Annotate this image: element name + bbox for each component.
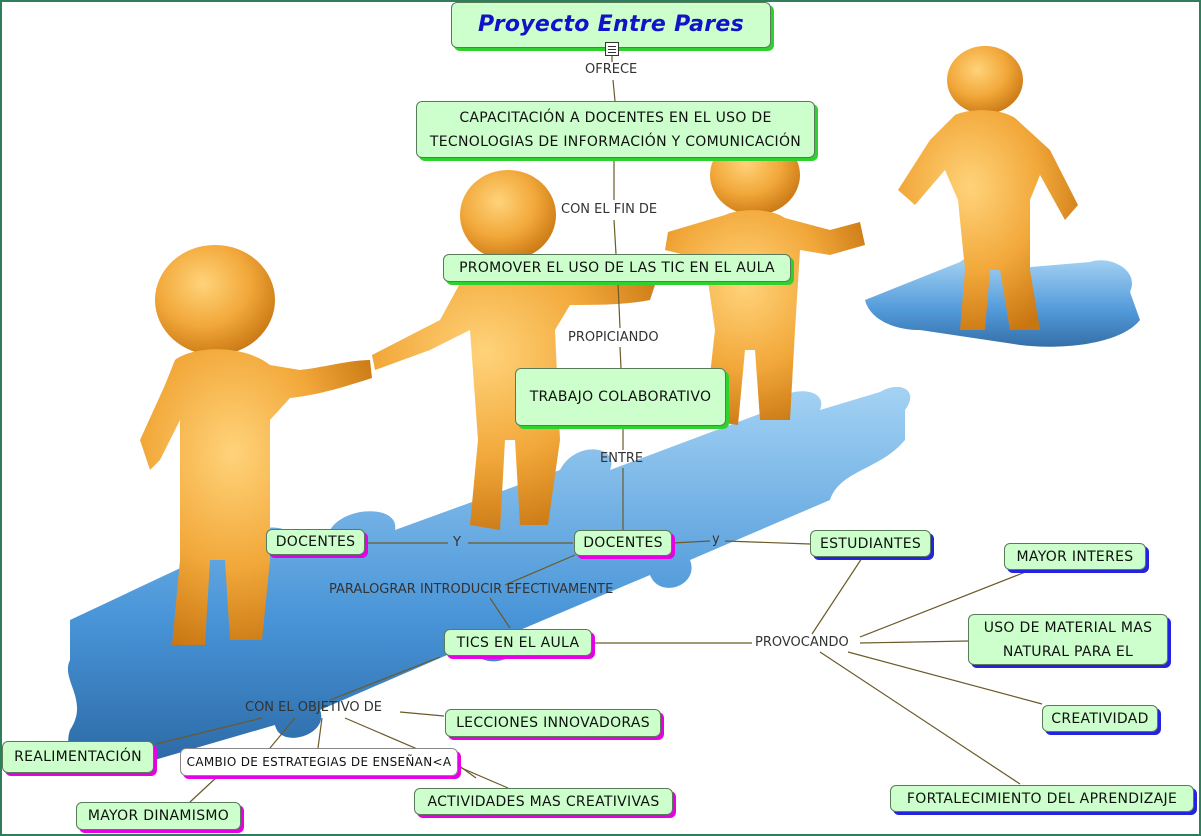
node-creatividad-label: CREATIVIDAD bbox=[1051, 710, 1149, 727]
link-label-ofrece[interactable]: OFRECE bbox=[585, 62, 638, 77]
page-title: Proyecto Entre Pares bbox=[477, 12, 745, 37]
link-docentes-paralograr bbox=[504, 554, 576, 586]
link-label-provocando[interactable]: PROVOCANDO bbox=[755, 635, 849, 650]
link-provocando-interes bbox=[859, 570, 1029, 638]
node-estudiantes[interactable]: ESTUDIANTES bbox=[810, 530, 931, 557]
node-uso-material-line2: NATURAL PARA EL bbox=[1002, 643, 1134, 660]
link-label-con-el-fin-de[interactable]: CON EL FIN DE bbox=[561, 202, 658, 217]
puzzle-strip bbox=[67, 386, 911, 773]
node-mayor-dinamismo-label: MAYOR DINAMISMO bbox=[87, 808, 230, 824]
node-uso-material-line1: USO DE MATERIAL MAS bbox=[983, 619, 1153, 636]
link-y-estudiantes bbox=[724, 540, 811, 545]
node-tics[interactable]: TICS EN EL AULA bbox=[444, 629, 592, 656]
node-creatividad[interactable]: CREATIVIDAD bbox=[1042, 705, 1158, 732]
node-docentes-center[interactable]: DOCENTES bbox=[574, 530, 672, 556]
link-label-con-el-objetivo-de[interactable]: CON EL OBJETIVO DE bbox=[245, 700, 382, 715]
link-objetivo-cambio-l bbox=[269, 717, 296, 749]
node-realimentacion-label: REALIMENTACIÓN bbox=[14, 749, 142, 765]
link-ofrece-capacitacion bbox=[612, 79, 616, 102]
link-objetivo-cambio-r bbox=[317, 717, 323, 749]
node-uso-material[interactable]: USO DE MATERIAL MAS NATURAL PARA EL bbox=[968, 614, 1168, 665]
node-cambio-label: CAMBIO DE ESTRATEGIAS DE ENSEÑAN<A bbox=[186, 755, 452, 769]
node-docentes-left-label: DOCENTES bbox=[275, 534, 356, 550]
figure-right bbox=[898, 46, 1078, 330]
link-label-paralograr[interactable]: PARALOGRAR INTRODUCIR EFECTIVAMENTE bbox=[329, 582, 614, 597]
document-icon[interactable] bbox=[605, 42, 619, 56]
link-tics-objetivo bbox=[329, 656, 441, 701]
link-cambio-dinamismo bbox=[189, 775, 219, 803]
figure-center bbox=[372, 170, 655, 530]
link-provocando-material bbox=[859, 640, 969, 644]
link-label-entre[interactable]: ENTRE bbox=[600, 451, 644, 466]
link-fin-promover bbox=[613, 219, 617, 255]
link-provocando-creatividad bbox=[847, 651, 1043, 705]
node-mayor-dinamismo[interactable]: MAYOR DINAMISMO bbox=[76, 802, 241, 830]
node-cambio[interactable]: CAMBIO DE ESTRATEGIAS DE ENSEÑAN<A bbox=[180, 748, 458, 776]
node-lecciones[interactable]: LECCIONES INNOVADORAS bbox=[445, 709, 661, 737]
link-label-propiciando[interactable]: PROPICIANDO bbox=[568, 330, 659, 345]
node-lecciones-label: LECCIONES INNOVADORAS bbox=[456, 715, 650, 731]
link-propiciando-trabajo bbox=[619, 346, 622, 369]
node-actividades[interactable]: ACTIVIDADES MAS CREATIVIVAS bbox=[414, 788, 673, 815]
link-promover-propiciando bbox=[617, 282, 621, 329]
node-capacitacion[interactable]: CAPACITACIÓN A DOCENTES EN EL USO DE TEC… bbox=[416, 101, 815, 158]
link-label-y-upper[interactable]: Y bbox=[453, 535, 461, 550]
link-label-y-lower[interactable]: y bbox=[712, 532, 720, 547]
link-paralograr-tics bbox=[489, 597, 511, 629]
node-realimentacion[interactable]: REALIMENTACIÓN bbox=[2, 741, 154, 773]
link-objetivo-lecciones bbox=[399, 711, 445, 717]
node-fortalecimiento-label: FORTALECIMIENTO DEL APRENDIZAJE bbox=[906, 790, 1178, 807]
node-capacitacion-line2: TECNOLOGIAS DE INFORMACIÓN Y COMUNICACIÓ… bbox=[429, 133, 802, 150]
node-estudiantes-label: ESTUDIANTES bbox=[819, 535, 922, 552]
node-mayor-interes-label: MAYOR INTERES bbox=[1016, 548, 1134, 565]
node-docentes-left[interactable]: DOCENTES bbox=[266, 529, 365, 555]
puzzle-small bbox=[865, 255, 1140, 347]
node-trabajo-label: TRABAJO COLABORATIVO bbox=[529, 389, 712, 405]
node-promover[interactable]: PROMOVER EL USO DE LAS TIC EN EL AULA bbox=[443, 254, 791, 282]
link-objetivo-realimentacion bbox=[155, 717, 263, 745]
link-provocando-fortalecimiento bbox=[819, 651, 1021, 785]
node-promover-label: PROMOVER EL USO DE LAS TIC EN EL AULA bbox=[459, 260, 775, 276]
node-actividades-label: ACTIVIDADES MAS CREATIVIVAS bbox=[427, 793, 660, 810]
node-tics-label: TICS EN EL AULA bbox=[456, 634, 580, 651]
figure-left bbox=[140, 245, 372, 645]
node-capacitacion-line1: CAPACITACIÓN A DOCENTES EN EL USO DE bbox=[459, 109, 772, 126]
link-estudiantes-provocando bbox=[811, 557, 863, 635]
node-docentes-center-label: DOCENTES bbox=[583, 535, 663, 551]
node-trabajo[interactable]: TRABAJO COLABORATIVO bbox=[515, 368, 726, 426]
link-docentes-y-right bbox=[671, 540, 711, 544]
link-cambio-actividades bbox=[457, 764, 477, 779]
node-mayor-interes[interactable]: MAYOR INTERES bbox=[1004, 543, 1146, 570]
title-node[interactable]: Proyecto Entre Pares bbox=[451, 2, 771, 48]
node-fortalecimiento[interactable]: FORTALECIMIENTO DEL APRENDIZAJE bbox=[890, 785, 1194, 812]
